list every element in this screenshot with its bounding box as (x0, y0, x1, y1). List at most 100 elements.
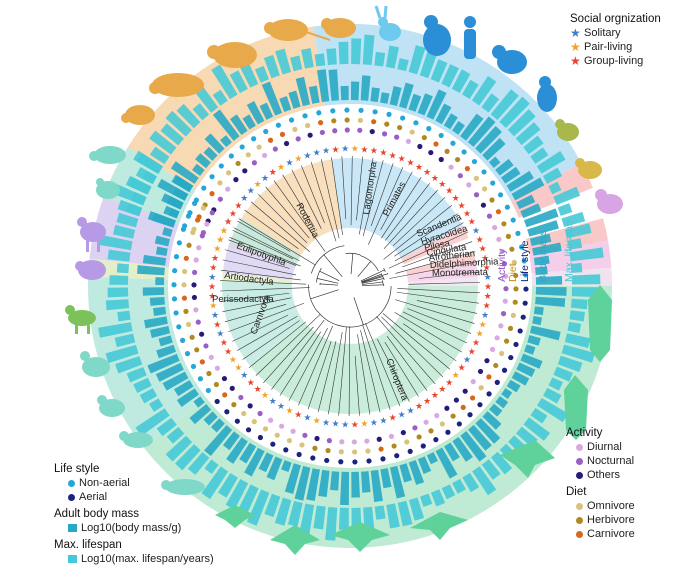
lifespan-bar (507, 109, 536, 137)
lifespan-bar (105, 344, 139, 364)
body-mass-bar (204, 425, 233, 457)
body-mass-bar (149, 325, 171, 338)
tree-stem (350, 253, 354, 275)
social-star-icon: ★ (269, 396, 277, 406)
body-mass-bar (203, 146, 218, 161)
social-star-icon: ★ (423, 167, 431, 177)
legend-omnivore: Omnivore (566, 499, 635, 513)
social-star-icon: ★ (294, 154, 302, 164)
life-style-dot (228, 153, 234, 159)
pig-icon (75, 260, 106, 280)
tree-branch (389, 261, 478, 279)
tree-branch (394, 222, 464, 262)
social-star-icon: ★ (220, 225, 228, 235)
social-star-icon: ★ (370, 417, 378, 427)
social-star-icon: ★ (261, 390, 269, 400)
activity-dot (247, 403, 253, 409)
tree-branch (228, 302, 305, 333)
shrew-icon (89, 146, 126, 164)
life-style-dot (172, 268, 178, 274)
lifespan-bar (211, 64, 238, 100)
activity-dot (381, 131, 388, 137)
activity-dot (494, 335, 500, 341)
body-mass-bar (162, 227, 173, 237)
tree-branch (402, 311, 467, 344)
life-style-dot (481, 169, 487, 175)
tree-branch (388, 231, 469, 269)
diet-dot (505, 233, 512, 239)
diet-dot (357, 117, 364, 123)
goat-icon (77, 217, 106, 252)
tree-branch (242, 320, 300, 360)
life-style-dot (386, 111, 392, 117)
tree-branch (402, 241, 473, 268)
tree-branch (257, 193, 308, 244)
body-mass-bar (149, 297, 165, 306)
activity-dot (473, 192, 480, 198)
activity-dot (344, 127, 350, 133)
life-style-dot (494, 379, 500, 385)
tree-branch (384, 341, 419, 397)
pair-star-icon: ★ (570, 40, 581, 54)
lifespan-bar (201, 466, 229, 500)
tree-branch (265, 186, 310, 239)
legend-label: Omnivore (587, 500, 635, 512)
activity-dot (193, 307, 199, 313)
tree-branch (395, 251, 476, 274)
body-mass-bar (533, 306, 544, 316)
activity-dot (229, 385, 235, 391)
tree-branch (365, 323, 401, 407)
tree-branch (250, 201, 310, 252)
diet-dot (404, 439, 410, 445)
social-star-icon: ★ (254, 384, 262, 394)
lifespan-bar (113, 224, 136, 239)
activity-dot (470, 379, 476, 385)
body-mass-bar (527, 220, 559, 237)
body-mass-bar (506, 170, 534, 192)
ring-label-body-mass: Body mass (537, 230, 549, 282)
body-mass-bar (261, 81, 283, 116)
ring-label-diet: Diet (507, 263, 519, 282)
body-mass-bar (158, 335, 173, 347)
diet-dot (495, 209, 502, 215)
animal-silhouettes (65, 5, 623, 555)
social-star-icon: ★ (216, 329, 224, 339)
social-star-icon: ★ (483, 262, 491, 272)
tree-branch (407, 308, 472, 334)
tree-branch (237, 220, 291, 252)
lifespan-bar (287, 500, 303, 527)
activity-dot (199, 233, 205, 239)
activity-dot (279, 423, 285, 429)
body-mass-bar (226, 437, 248, 464)
body-mass-bar (475, 418, 501, 444)
body-mass-bar (279, 96, 292, 113)
body-mass-bar (495, 396, 509, 409)
tree-branch (244, 209, 299, 250)
tree-branch (348, 326, 351, 416)
legend-body-mass: Log10(body mass/g) (54, 521, 214, 535)
life-style-dot (173, 310, 179, 316)
body-mass-bar (295, 76, 311, 107)
activity-dot (498, 323, 504, 329)
diet-dot (279, 131, 286, 137)
activity-dot (448, 164, 454, 170)
activity-dot (191, 269, 198, 276)
activity-dot (477, 368, 484, 375)
label-afrotherian: Afrotherian (428, 248, 475, 264)
ring-labels: Activity Diet Life style Body mass Max. … (496, 220, 575, 282)
tree-branch (317, 341, 337, 413)
social-star-icon: ★ (389, 150, 397, 160)
lifespan-bar (238, 484, 259, 513)
tree-branch (232, 229, 294, 260)
body-mass-bar (460, 431, 487, 462)
legend-diurnal: Diurnal (566, 440, 635, 454)
social-star-icon: ★ (322, 417, 330, 427)
diet-dot (384, 121, 390, 127)
diet-dot (454, 156, 461, 163)
body-mass-bar (284, 463, 301, 494)
body-mass-bar (142, 287, 165, 296)
life-style-dot (180, 337, 186, 343)
lifespan-bar (362, 34, 375, 66)
social-star-icon: ★ (360, 419, 368, 429)
lifespan-bar (107, 287, 129, 298)
